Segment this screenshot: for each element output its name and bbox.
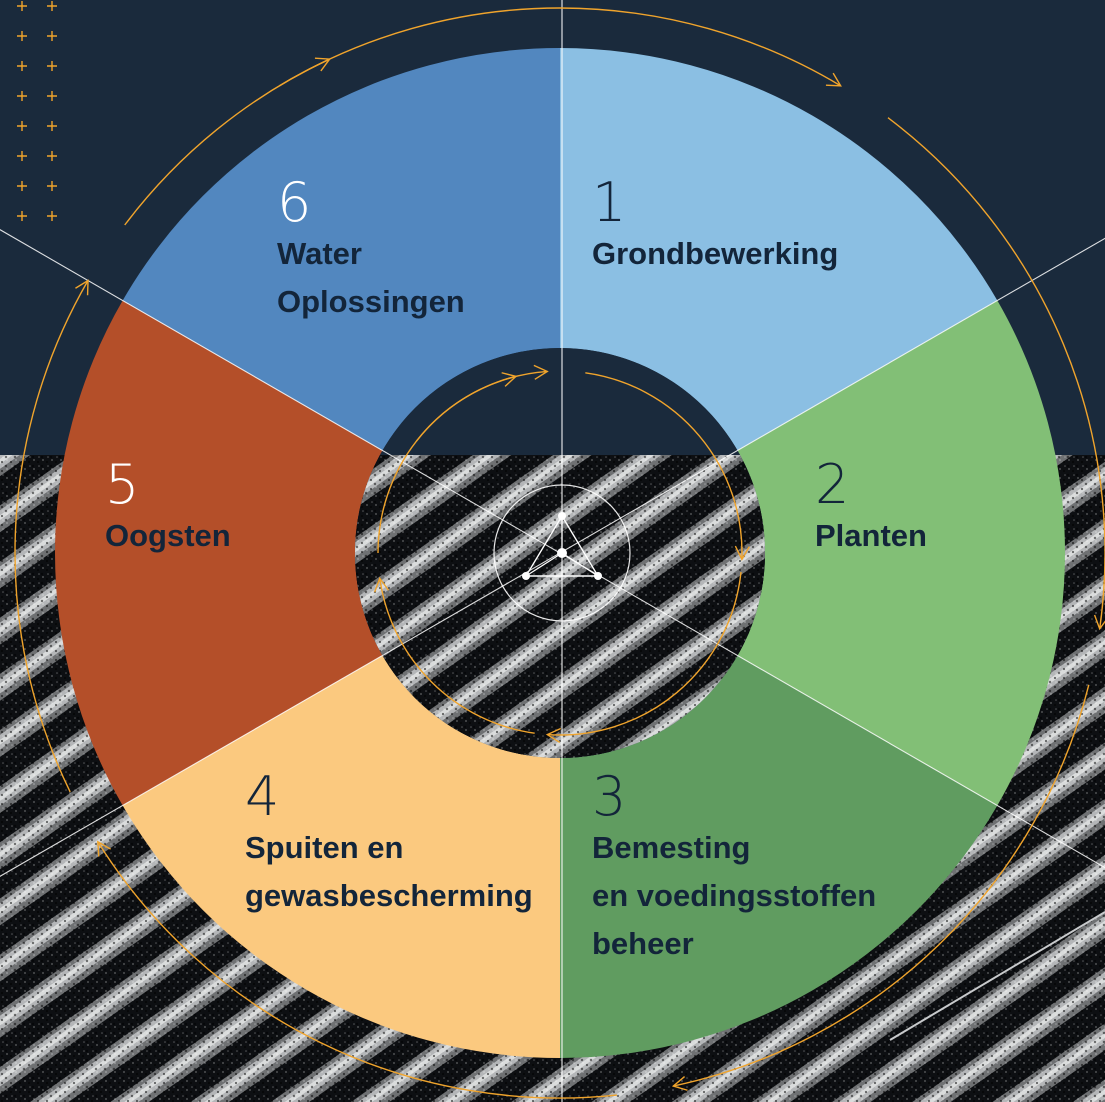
plus-mark [47,91,57,101]
wheel-segment-2 [737,300,1065,806]
plus-mark [47,121,57,131]
symbol-node-3 [594,572,602,580]
symbol-spoke-2 [525,552,563,577]
outer-cycle-arrow-6 [124,58,330,226]
plus-mark [17,181,27,191]
outer-cycle-arrow-3 [673,684,1090,1087]
segment-title-line: Oogsten [105,518,231,553]
plus-mark [17,31,27,41]
outer-cycle-arrow-6-head [314,57,332,72]
segment-number: 6 [277,171,312,234]
symbol-node-1 [558,512,566,520]
inner-cycle-arrow-4-head [373,576,390,593]
plus-mark [17,91,27,101]
inner-cycle-arrow-3-head [545,727,562,744]
plus-mark [47,181,57,191]
plus-mark [47,151,57,161]
outer-cycle-arrow-1 [278,7,842,87]
segment-title-line: Planten [815,518,927,553]
inner-cycle-arrow-2 [585,372,743,560]
plus-mark [17,121,27,131]
plus-mark [17,1,27,11]
segment-title-line: gewasbescherming [245,878,533,913]
symbol-ring [493,484,631,622]
segment-2-label: 2 Planten [815,458,927,560]
segment-1-label: 1 Grondbewerking [592,176,838,278]
segment-number: 3 [592,765,627,828]
inner-cycle-arrow-1-head [533,364,549,380]
inner-cycle-arrow-5-head [501,372,518,387]
symbol-spoke-3 [561,552,599,577]
symbol-triangle [524,514,600,577]
segment-title: Oogsten [105,512,231,560]
segment-number: 1 [592,171,627,234]
segment-title-line: Grondbewerking [592,236,839,271]
segment-title: Planten [815,512,927,560]
outer-cycle-arrow-4-head [97,840,111,857]
plus-mark [47,61,57,71]
wheel-segment-3 [560,655,998,1058]
segment-title-line: Water [277,236,362,271]
plus-mark [47,31,57,41]
wheel-segment-1 [560,48,998,451]
plus-mark [17,211,27,221]
inner-cycle-arrow-2-head [734,545,750,561]
symbol-center-node [557,548,567,558]
segment-title: Water Oplossingen [277,230,465,326]
inner-cycle-arrow-4 [379,578,535,734]
plus-mark [47,1,57,11]
wheel-segment-5 [55,300,383,806]
outer-cycle-arrow-5 [14,280,89,793]
segment-title-line: Bemesting [592,830,751,865]
plus-mark [17,151,27,161]
inner-cycle-arrow-3 [547,571,742,736]
symbol-node-2 [522,572,530,580]
outer-cycle-arrow-5-head [75,279,89,296]
outer-cycle-arrow-2-head [1093,614,1105,631]
segment-title-line: Spuiten en [245,830,404,865]
segment-title: Bemesting en voedingsstoffen beheer [592,824,876,968]
outer-cycle-arrow-3-head [671,1076,688,1091]
segment-4-label: 4 Spuiten en gewasbescherming [245,770,533,920]
inner-cycle-arrow-5 [377,375,517,554]
segment-number: 2 [815,453,850,516]
field-wire [889,911,1105,1041]
wheel-segment-6 [122,48,561,451]
segment-title-line: beheer [592,926,694,961]
segment-3-label: 3 Bemesting en voedingsstoffen beheer [592,770,876,968]
triangle-network-icon [493,484,631,622]
wheel-segments [55,48,1065,1058]
outer-cycle-arrow-1-head [825,72,842,87]
plus-mark [17,61,27,71]
segment-title-line: en voedingsstoffen [592,878,877,913]
segment-title: Spuiten en gewasbescherming [245,824,533,920]
segment-5-label: 5 Oogsten [105,458,231,560]
plus-grid-icon [17,1,57,221]
segment-number: 5 [105,453,140,516]
segment-title: Grondbewerking [592,230,838,278]
outer-cycle-arrow-4 [97,841,618,1099]
plus-mark [47,211,57,221]
segment-title-line: Oplossingen [277,284,465,319]
segment-6-label: 6 Water Oplossingen [277,176,465,326]
wheel-segment-4 [122,655,561,1058]
segment-number: 4 [245,765,280,828]
